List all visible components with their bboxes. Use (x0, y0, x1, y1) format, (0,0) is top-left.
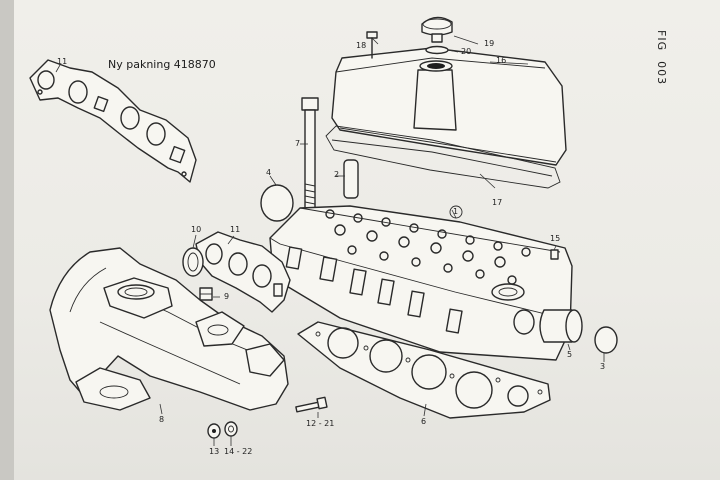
head-gasket (297, 321, 551, 419)
callout-20: 20 (461, 47, 472, 56)
gasket-note: Ny pakning 418870 (108, 58, 216, 71)
manifold-gasket (195, 231, 291, 313)
callout-18: 18 (356, 41, 367, 50)
callout-ring (449, 205, 463, 219)
cap-washer (425, 45, 449, 55)
dowel-sleeve (343, 159, 359, 199)
valve-cover (331, 47, 567, 166)
callout-14-22: 14 - 22 (224, 447, 253, 456)
exhaust-manifold (49, 247, 289, 411)
figure-prefix: FIG (655, 30, 668, 52)
head-bolt (301, 97, 319, 219)
callout-2: 2 (334, 170, 340, 179)
leader-lines (55, 35, 605, 446)
callout-8: 8 (159, 415, 165, 424)
callout-10: 10 (191, 225, 202, 234)
manifold-gasket-new (29, 59, 197, 183)
cylinder-head (269, 205, 573, 361)
valve-cover-gasket (325, 125, 561, 189)
callout-15: 15 (550, 234, 561, 243)
callout-12-21: 12 - 21 (306, 419, 335, 428)
oil-filler-cap (421, 16, 453, 43)
blanking-disc (260, 184, 294, 222)
callout-4: 4 (266, 168, 272, 177)
lock-washer (224, 421, 238, 437)
callout-9: 9 (224, 292, 230, 301)
callout-16: 16 (496, 56, 507, 65)
callout-5: 5 (567, 350, 573, 359)
callout-11-top: 11 (57, 57, 68, 66)
manifold-nut (199, 287, 213, 301)
callout-3: 3 (600, 362, 606, 371)
end-plug-disc (594, 326, 618, 354)
manifold-screw (295, 396, 328, 413)
figure-label: FIG 003 (655, 30, 668, 95)
callout-11-middle: 11 (230, 225, 241, 234)
callout-19: 19 (484, 39, 495, 48)
figure-number: 003 (655, 61, 668, 86)
callout-7: 7 (295, 139, 301, 148)
callout-17: 17 (492, 198, 503, 207)
callout-13: 13 (209, 447, 220, 456)
port-ring (182, 247, 204, 277)
callout-6: 6 (421, 417, 427, 426)
head-stud (550, 249, 559, 260)
thermostat-sleeve (539, 309, 583, 343)
callout-1: 1 (453, 207, 459, 216)
